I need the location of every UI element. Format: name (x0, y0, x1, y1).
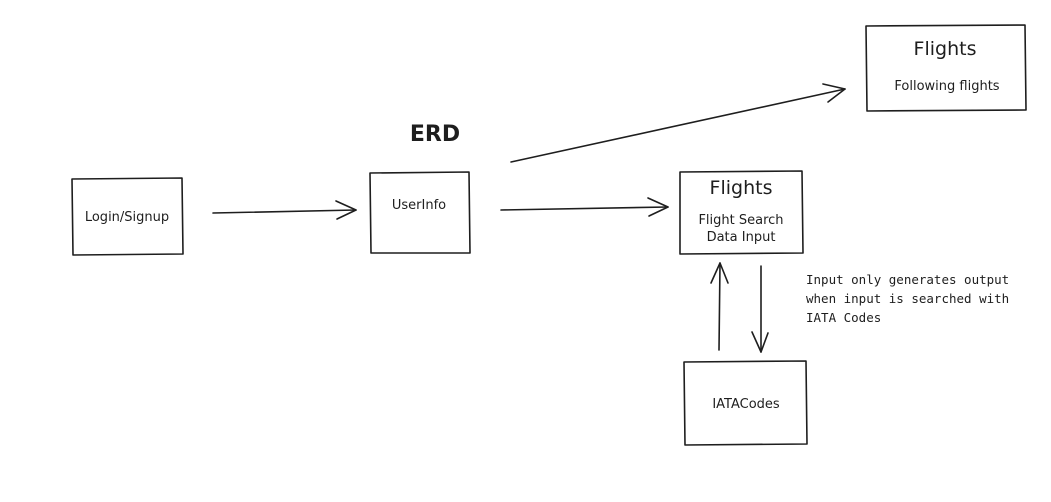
login-signup-box: Login/Signup (71, 177, 184, 256)
flights-following-box: Flights Following flights (865, 24, 1027, 112)
userinfo-box: UserInfo (369, 171, 471, 254)
arrow-userinfo-to-flights-following (510, 83, 846, 163)
flights-search-line2: Data Input (707, 230, 776, 245)
note-line-2: when input is searched with (806, 291, 1009, 306)
flights-search-line1: Flight Search (698, 213, 783, 228)
iata-codes-box: IATACodes (683, 360, 808, 446)
flights-search-box: Flights Flight Search Data Input (679, 170, 804, 255)
userinfo-label: UserInfo (392, 198, 446, 213)
arrow-iata-to-flights (710, 262, 729, 351)
note-line-3: IATA Codes (806, 310, 881, 325)
note-line-1: Input only generates output (806, 272, 1009, 287)
flights-following-title: Flights (914, 38, 977, 60)
flights-search-title: Flights (710, 177, 773, 199)
diagram-title: ERD (410, 122, 460, 147)
note-text: Input only generates output when input i… (806, 272, 1009, 325)
arrow-login-to-userinfo (212, 200, 357, 220)
flights-following-subtitle: Following flights (894, 79, 999, 94)
arrow-flights-to-iata (751, 265, 769, 353)
arrow-userinfo-to-flights-search (500, 197, 669, 217)
iata-codes-label: IATACodes (712, 397, 780, 412)
login-signup-label: Login/Signup (85, 210, 169, 225)
